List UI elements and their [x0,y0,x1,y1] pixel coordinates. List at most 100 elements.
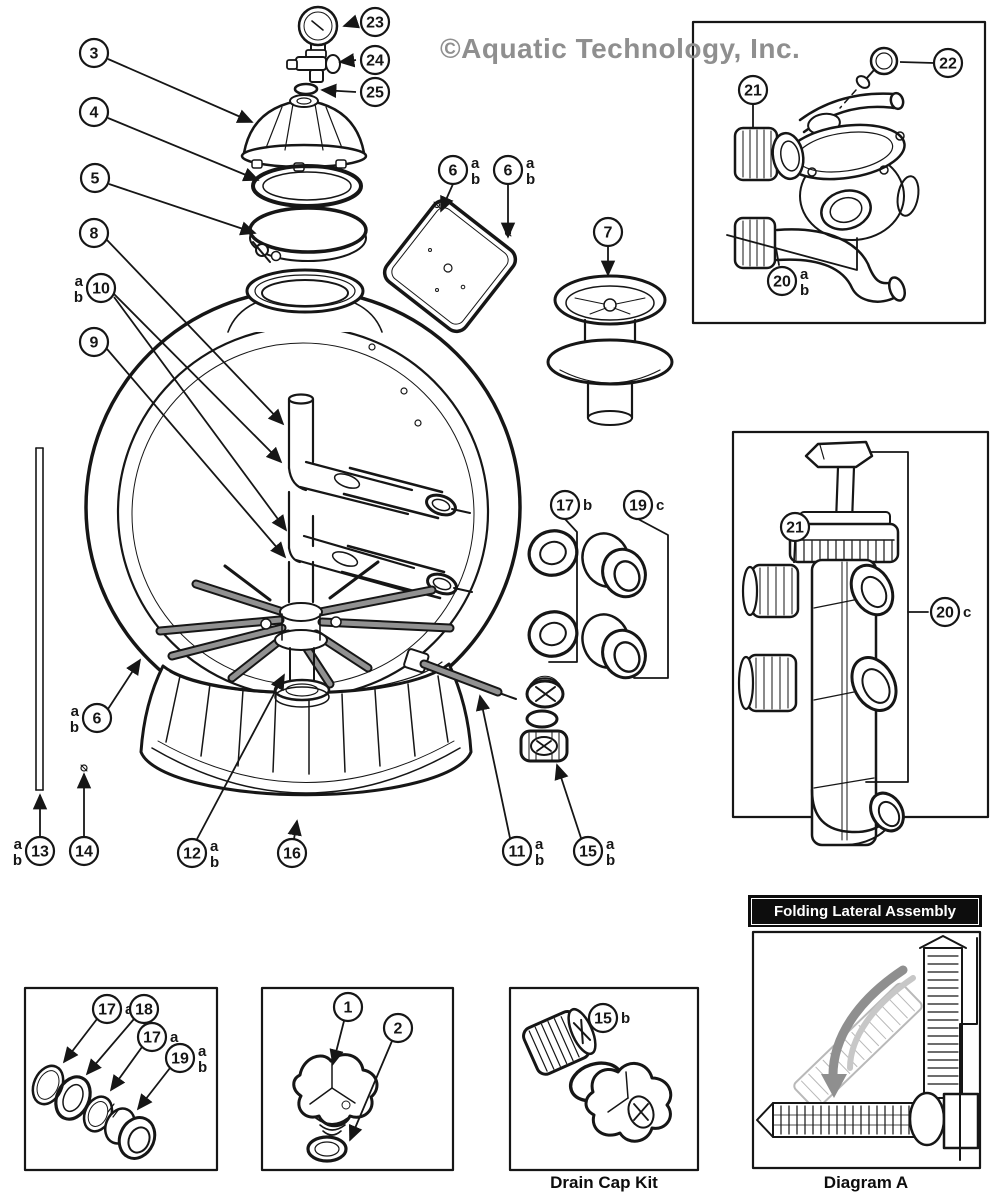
leader-line [320,83,357,99]
leader-line [793,540,796,564]
bracket-20c [865,451,909,783]
callout-23: 23 [342,6,391,38]
callout-letter-b: b [471,171,480,188]
callout-letter-a: a [170,1029,179,1046]
callout-number: 1 [344,1000,353,1017]
callout-number: 10 [92,281,110,298]
callout-17b: 17 b [549,489,592,521]
callout-balloon [592,216,624,248]
callout-balloon [549,489,581,521]
callout-number: 17 [98,1002,116,1019]
drain-plug-parts [519,675,569,763]
callout-number: 8 [90,226,99,243]
gasket-kit-inset [23,986,219,1172]
callout-balloon [572,835,604,867]
callout-8: 8 [78,217,285,426]
drain-plug-threaded [522,1007,597,1076]
leader-line [329,1020,345,1066]
callout-number: 22 [939,56,957,73]
leader-line [109,1046,143,1092]
callout-balloon [929,596,961,628]
callout-balloon [68,835,100,867]
diagram-a-caption: Diagram A [823,1173,909,1192]
leader-line [113,293,283,464]
callout-17a: 17 a [109,1021,179,1092]
leader-line [440,183,454,213]
callout-balloon [382,1012,414,1044]
callout-letter-b: b [583,497,592,514]
rotate-arrow-light [847,975,916,1071]
callout-letter-b: b [800,282,809,299]
callout-number: 17 [556,498,574,515]
t-handle [804,440,874,469]
callout-number: 15 [579,844,597,861]
callout-balloon [737,74,769,106]
callout-15ab: 15 ab [554,763,615,869]
callout-letter-a: a [75,273,84,290]
callout-9: 9 [78,326,287,559]
folding-lateral-header-text: Folding Lateral Assembly [774,902,956,920]
callout-balloon [359,76,391,108]
callout-letter-a: a [535,836,544,853]
leader-line [136,1067,171,1111]
leader-line [342,14,360,29]
callout-number: 6 [449,163,458,180]
rotate-arrow [828,965,908,1083]
callout-number: 19 [629,498,647,515]
callout-balloon [359,6,391,38]
callout-balloon [276,837,308,869]
callout-number: 17 [143,1030,161,1047]
callout-4: 4 [78,96,260,182]
callout-letter-a: a [606,836,615,853]
callout-letter-a: a [210,838,219,855]
callout-balloon [622,489,654,521]
callout-5: 5 [79,162,257,236]
leader-line [107,117,260,182]
leader-line [554,763,582,839]
callout-balloon [766,265,798,297]
callout-number: 20 [773,274,791,291]
upright-lateral [919,935,967,1099]
leader-line [348,1040,393,1142]
callout-number: 12 [183,846,201,863]
valve-handle [889,91,905,111]
leader-line [107,658,141,710]
callout-balloon [91,993,123,1025]
callout-letter-a: a [526,155,535,172]
callout-number: 13 [31,844,49,861]
callout-21: 21 [737,74,769,129]
callout-number: 19 [171,1051,189,1068]
air-relief-valve [286,49,341,83]
callout-balloon [78,37,110,69]
callout-letter-b: b [606,852,615,869]
callout-balloon [85,272,117,304]
dome-lid [240,94,368,172]
lid-o-ring [251,164,363,208]
callout-letter-b: b [535,852,544,869]
callout-number: 9 [90,335,99,352]
callout-number: 6 [93,711,102,728]
base-skirt [139,661,473,797]
callout-number: 23 [366,15,384,32]
callout-balloon [932,47,964,79]
callout-number: 21 [744,83,762,100]
callout-1: 1 [329,991,364,1066]
right-port-upper [849,563,895,617]
bracket-20ab [726,234,858,271]
callout-balloon [164,1042,196,1074]
watermark: ©Aquatic Technology, Inc. [440,33,801,64]
diagram-a-inset [751,930,982,1170]
right-port-lower [850,656,898,712]
callout-21: 21 [779,511,811,564]
callout-balloon [437,154,469,186]
